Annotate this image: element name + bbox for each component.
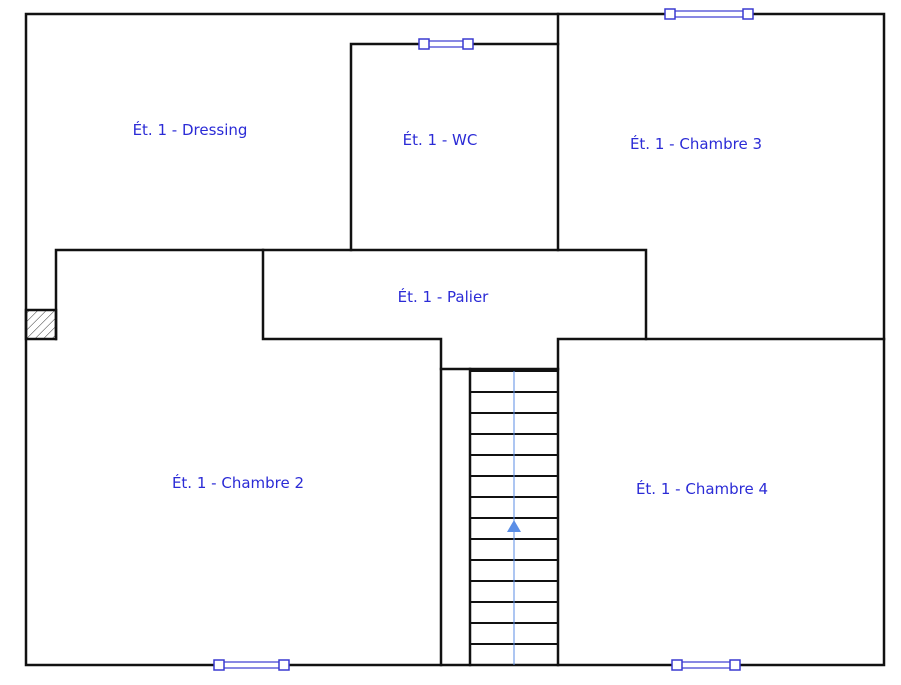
window[interactable] xyxy=(213,659,290,671)
room-label-chambre-4[interactable]: Ét. 1 - Chambre 4 xyxy=(636,479,768,498)
stair-up-arrow-icon xyxy=(507,520,521,532)
staircase xyxy=(470,370,558,665)
walls xyxy=(24,12,886,667)
room-label-palier[interactable]: Ét. 1 - Palier xyxy=(398,287,490,306)
room-label-chambre-2[interactable]: Ét. 1 - Chambre 2 xyxy=(172,473,304,492)
room-label-dressing[interactable]: Ét. 1 - Dressing xyxy=(133,120,248,139)
window[interactable] xyxy=(664,8,754,20)
room-label-wc[interactable]: Ét. 1 - WC xyxy=(403,130,478,149)
wall-chambre2-east xyxy=(261,248,443,667)
window[interactable] xyxy=(671,659,741,671)
column-hatched xyxy=(24,308,58,341)
wall-wc xyxy=(349,42,560,252)
room-label-chambre-3[interactable]: Ét. 1 - Chambre 3 xyxy=(630,134,762,153)
wall-chambre4 xyxy=(556,337,886,667)
wall-palier-north xyxy=(54,248,648,341)
window[interactable] xyxy=(418,38,474,50)
windows xyxy=(213,8,754,671)
